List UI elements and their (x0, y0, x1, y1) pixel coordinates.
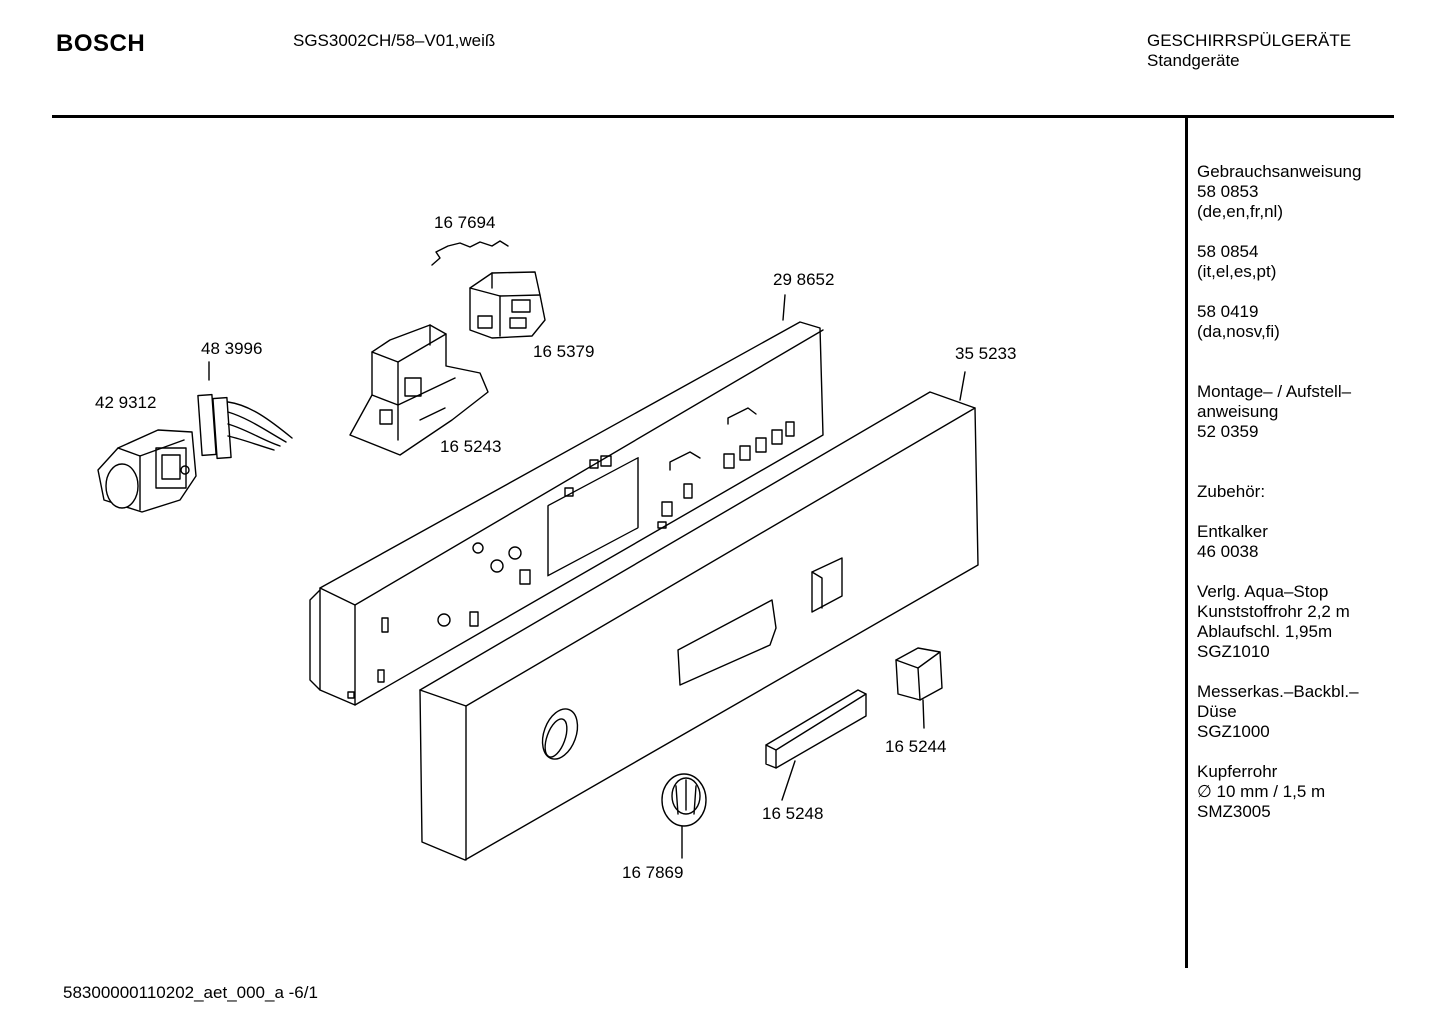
sidebar-block: Messerkas.–Backbl.– Düse SGZ1000 (1197, 682, 1361, 742)
sidebar-line: (de,en,fr,nl) (1197, 202, 1283, 221)
front-panel-part (419, 391, 979, 861)
sidebar-line: Messerkas.–Backbl.– (1197, 682, 1359, 701)
sidebar-line: SGZ1000 (1197, 722, 1270, 741)
part-label-165243: 16 5243 (440, 437, 501, 456)
sidebar-block: Montage– / Aufstell– anweisung 52 0359 (1197, 382, 1361, 442)
sidebar-line: 46 0038 (1197, 542, 1259, 561)
sidebar-block: 58 0419 (da,nosv,fi) (1197, 302, 1361, 342)
bracket-part (349, 324, 489, 456)
sidebar-line: Zubehör: (1197, 482, 1266, 501)
sidebar-line: SGZ1010 (1197, 642, 1270, 661)
sidebar-divider (1185, 118, 1188, 968)
part-label-167694: 16 7694 (434, 213, 495, 232)
part-label-167869: 16 7869 (622, 863, 683, 882)
sidebar-line: Montage– / Aufstell– (1197, 382, 1352, 401)
program-selector-part (97, 429, 197, 513)
part-label-165248: 16 5248 (762, 804, 823, 823)
sidebar-line: Ablaufschl. 1,95m (1197, 622, 1333, 641)
sidebar-line: Kunststoffrohr 2,2 m (1197, 602, 1350, 621)
sidebar-line: 58 0854 (1197, 242, 1259, 261)
brand-logo: BOSCH (56, 30, 146, 57)
model-number: SGS3002CH/58–V01,weiß (293, 31, 496, 50)
sidebar-line: Entkalker (1197, 522, 1268, 541)
part-label-298652: 29 8652 (773, 270, 834, 289)
header-divider (52, 115, 1394, 118)
sidebar-line: 58 0853 (1197, 182, 1259, 201)
sidebar-line: Verlg. Aqua–Stop (1197, 582, 1329, 601)
switch-housing-part (469, 271, 546, 339)
part-label-165379: 16 5379 (533, 342, 594, 361)
sidebar-line: 52 0359 (1197, 422, 1259, 441)
wire-clip-part (431, 240, 509, 266)
knob-part (661, 773, 707, 827)
sidebar-block: Zubehör: (1197, 482, 1361, 502)
sidebar-block: Kupferrohr ∅ 10 mm / 1,5 m SMZ3005 (1197, 762, 1361, 822)
category-title: GESCHIRRSPÜLGERÄTE (1147, 31, 1352, 50)
category-subtitle: Standgeräte (1147, 51, 1240, 70)
button-part (895, 647, 943, 701)
part-label-165244: 16 5244 (885, 737, 946, 756)
cover-strip-part (765, 689, 867, 769)
sidebar-line: SMZ3005 (1197, 802, 1271, 821)
part-label-355233: 35 5233 (955, 344, 1016, 363)
sidebar-line: Düse (1197, 702, 1237, 721)
part-label-483996: 48 3996 (201, 339, 262, 358)
document-code: 58300000110202_aet_000_a -6/1 (63, 983, 318, 1002)
sidebar-line: anweisung (1197, 402, 1279, 421)
control-panel-frame-part (309, 321, 824, 706)
connector-part (197, 393, 293, 460)
exploded-view-diagram: 16 7694 29 8652 16 5379 48 3996 35 5233 … (95, 213, 1016, 882)
sidebar-line: (it,el,es,pt) (1197, 262, 1277, 281)
sidebar-line: (da,nosv,fi) (1197, 322, 1280, 341)
part-label-429312: 42 9312 (95, 393, 156, 412)
sidebar-line: 58 0419 (1197, 302, 1259, 321)
sidebar-block: Gebrauchsanweisung 58 0853 (de,en,fr,nl) (1197, 162, 1361, 222)
sidebar-block: Verlg. Aqua–Stop Kunststoffrohr 2,2 m Ab… (1197, 582, 1361, 662)
sidebar-block: Entkalker 46 0038 (1197, 522, 1361, 562)
category: GESCHIRRSPÜLGERÄTE Standgeräte (1147, 31, 1351, 71)
sidebar-line: Gebrauchsanweisung (1197, 162, 1362, 181)
sidebar-block: 58 0854 (it,el,es,pt) (1197, 242, 1361, 282)
sidebar-line: ∅ 10 mm / 1,5 m (1197, 782, 1326, 801)
sidebar-notes: Gebrauchsanweisung 58 0853 (de,en,fr,nl)… (1197, 162, 1361, 842)
sidebar-line: Kupferrohr (1197, 762, 1278, 781)
